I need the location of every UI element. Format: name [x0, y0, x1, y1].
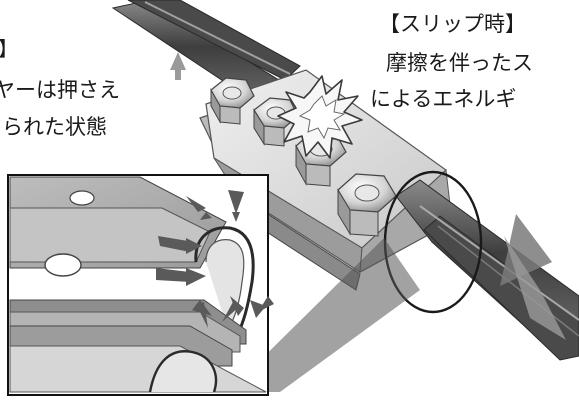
bolt-nut-2 — [253, 97, 299, 147]
bolt-nut-4 — [337, 173, 397, 237]
stuck-state-caption-line1: ヤーは押さえ — [0, 78, 120, 102]
stuck-state-heading: 時】 — [0, 39, 18, 59]
wire-upper — [111, 0, 301, 105]
pressure-arrow-icon — [156, 190, 274, 328]
slip-state-caption-line2: によるエネルギ — [370, 87, 517, 111]
slip-flash-icon — [277, 75, 363, 159]
slip-state-heading: 【スリップ時】 — [379, 12, 526, 36]
stuck-state-caption-line2: られた状態 — [2, 115, 107, 139]
wire-lower — [395, 179, 579, 361]
slip-state-caption-line1: 摩擦を伴ったス — [386, 51, 533, 75]
detail-inset — [7, 174, 274, 396]
magnifier-circle — [228, 170, 483, 392]
slip-direction-arrow-icon — [500, 214, 566, 340]
bolt-nut-1 — [210, 77, 255, 125]
pull-arrow-left-icon — [170, 52, 186, 80]
